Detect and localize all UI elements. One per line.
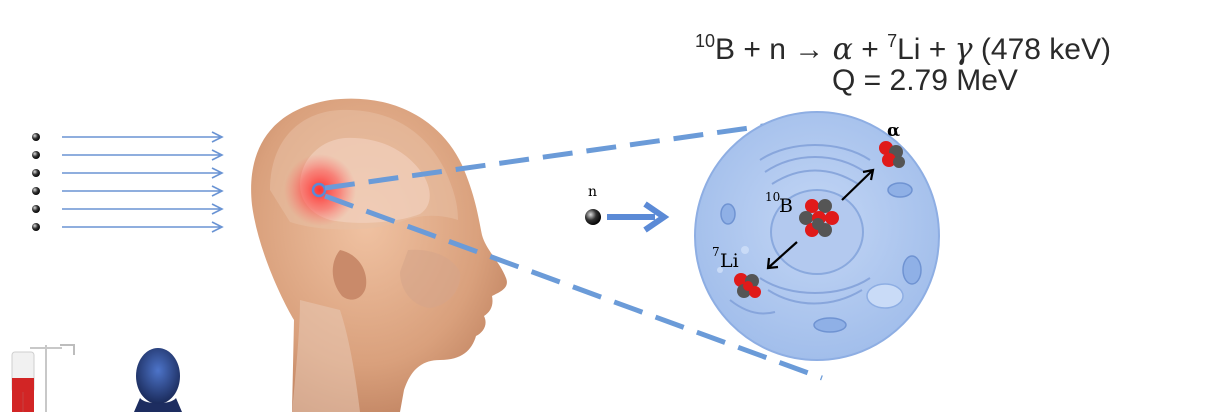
neutron-particle-icon [32,205,40,213]
mitochondrion [721,204,735,224]
mitochondrion [888,183,912,197]
boron-mass-superscript: 10 [695,31,715,51]
neutron-particle-icon [32,187,40,195]
reaction-equation: 10B + n → α + 7Li + γ (478 keV) [695,24,1111,67]
iv-drip-icon [12,345,74,412]
reaction-arrow: → [794,33,824,66]
tumor-cell: 10 B α 7 Li [695,112,939,360]
neutron-particle-icon [32,133,40,141]
lithium-mass-superscript: 7 [887,31,897,51]
incoming-neutron: n [585,184,664,230]
neutron-particle-icon [585,209,601,225]
beam-arrow [62,150,222,160]
lithium-nucleus [734,273,761,298]
beam-arrow [62,186,222,196]
neutron-particle-icon [32,151,40,159]
tumor-glow [284,154,356,226]
beam-particles [32,133,40,231]
plus-sign: + [853,33,887,66]
plus-sign: + [920,33,954,66]
beam-arrow [62,222,222,232]
gamma-symbol: γ [955,32,973,67]
lithium-symbol-label: Li [720,250,739,272]
mitochondrion [903,256,921,284]
beam-arrow [62,168,222,178]
patient-silhouette-icon [134,348,182,412]
neutron-particle-icon [32,169,40,177]
neutron-particle-icon [32,223,40,231]
neutron-label: n [588,184,597,200]
boron-mass-label: 10 [765,190,780,204]
beam-arrow [62,204,222,214]
plus-neutron: + n [735,33,794,66]
alpha-label: α [887,121,900,141]
boron-symbol: B [715,33,735,66]
mitochondrion [814,318,846,332]
q-value: Q = 2.79 MeV [832,64,1018,98]
head-illustration [251,99,507,412]
vesicle [867,284,903,308]
lithium-symbol: Li [897,33,920,66]
neutron-beam [32,132,222,232]
beam-arrow [62,132,222,142]
gamma-energy: (478 keV) [973,33,1111,66]
alpha-symbol: α [833,32,853,67]
beam-arrows [62,132,222,232]
boron-symbol-label: B [779,195,793,217]
lithium-mass-label: 7 [712,245,720,259]
vesicle [741,246,749,254]
